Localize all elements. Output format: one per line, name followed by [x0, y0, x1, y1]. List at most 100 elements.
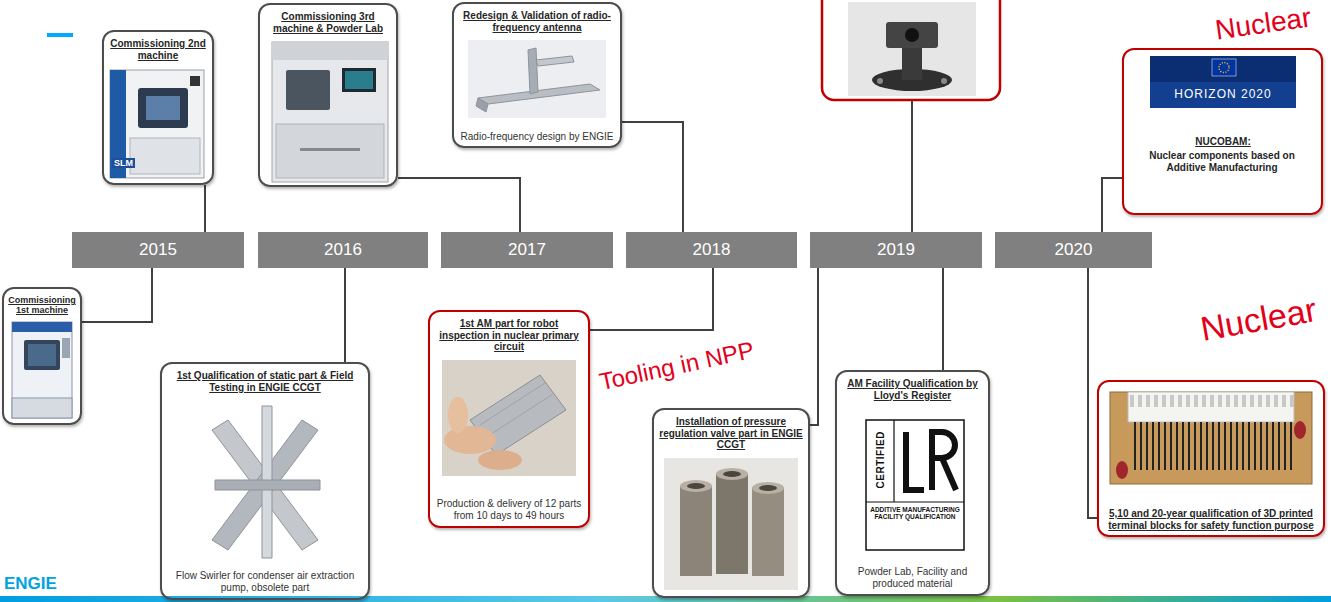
box-heading: AM Facility Qualification by Lloyd's Reg… — [840, 378, 985, 401]
accent-dash — [47, 33, 73, 37]
year-text: 2018 — [693, 240, 731, 260]
brand-badge: SLM — [112, 158, 135, 168]
flow-swirler-photo — [215, 480, 320, 490]
flange-part-photo — [941, 78, 947, 84]
year-bar: 2019 — [810, 232, 982, 268]
year-text: 2019 — [877, 240, 915, 260]
antenna-render — [536, 56, 574, 66]
robot-part-photo — [442, 360, 576, 476]
machine-2-photo — [130, 138, 200, 174]
lloyds-register-logo — [866, 420, 964, 550]
valve-parts-photo — [752, 488, 784, 576]
valve-parts-photo — [687, 483, 705, 489]
nuclear-milestone-box: 5,10 and 20-year qualification of 3D pri… — [1097, 380, 1325, 537]
machine-2-photo — [146, 96, 180, 120]
robot-part-photo — [448, 397, 468, 433]
flange-part-photo — [905, 28, 919, 42]
connector-line — [942, 268, 944, 370]
flange-part-photo — [886, 22, 938, 48]
machine-3-photo — [272, 42, 388, 182]
valve-parts-photo — [680, 480, 712, 492]
year-bar: 2020 — [995, 232, 1152, 268]
antenna-render — [468, 40, 606, 118]
banner-text: HORIZON 2020 — [1150, 88, 1296, 102]
horizon-2020-banner — [1219, 63, 1229, 73]
box-body: Nuclear components based on Additive Man… — [1137, 150, 1307, 173]
flange-part-photo — [822, 0, 1000, 100]
logo-text: ADDITIVE MANUFACTURING FACILITY QUALIFIC… — [868, 506, 962, 521]
machine-1-photo — [28, 344, 56, 366]
milestone-box: Installation of pressure regulation valv… — [652, 408, 810, 598]
robot-part-photo — [478, 450, 522, 470]
machine-1-photo — [12, 322, 72, 418]
terminal-block-photo — [1128, 392, 1294, 422]
antenna-render — [478, 84, 600, 104]
box-heading: Installation of pressure regulation valv… — [657, 416, 805, 451]
machine-2-photo — [110, 70, 204, 178]
year-text: 2015 — [139, 240, 177, 260]
milestone-box: 1st Qualification of static part & Field… — [160, 362, 370, 600]
box-heading: 5,10 and 20-year qualification of 3D pri… — [1103, 508, 1319, 531]
connector-line — [622, 122, 683, 232]
nuclear-milestone-box: 1st AM part for robot inspection in nucl… — [428, 310, 590, 528]
lloyds-register-logo — [893, 420, 894, 502]
connector-line — [398, 178, 520, 232]
machine-3-photo — [300, 148, 360, 151]
machine-1-photo — [12, 322, 72, 332]
nuclear-note: Nuclear — [1213, 1, 1313, 46]
box-caption: Flow Swirler for condenser air extractio… — [166, 570, 364, 593]
terminal-block-photo — [1110, 392, 1312, 484]
valve-parts-photo — [752, 482, 784, 494]
valve-parts-photo — [723, 471, 741, 477]
valve-parts-photo — [664, 458, 798, 590]
valve-parts-photo — [716, 474, 748, 574]
connector-line — [590, 268, 713, 330]
antenna-render — [476, 98, 488, 112]
year-text: 2020 — [1055, 240, 1093, 260]
valve-parts-photo — [680, 486, 712, 576]
box-caption: Production & delivery of 12 parts from 1… — [434, 498, 584, 521]
flange-part-photo — [902, 44, 922, 80]
box-heading: Commissioning 2nd machine — [107, 38, 209, 61]
year-bar: 2015 — [72, 232, 244, 268]
connector-line — [204, 185, 206, 232]
flange-part-photo — [822, 0, 1000, 232]
flow-swirler-photo — [212, 406, 320, 558]
tooling-note: Tooling in NPP — [597, 336, 757, 396]
machine-3-photo — [345, 71, 373, 89]
machine-3-photo — [272, 42, 388, 182]
year-text: 2017 — [508, 240, 546, 260]
milestone-box: AM Facility Qualification by Lloyd's Reg… — [835, 370, 990, 596]
box-heading: Commissioning 1st machine — [6, 295, 78, 316]
year-bar: 2016 — [258, 232, 428, 268]
machine-1-photo — [62, 338, 70, 358]
machine-1-photo — [12, 322, 72, 418]
company-logo: ENGIE — [4, 574, 57, 594]
milestone-box: Commissioning 2nd machineSLM — [102, 30, 214, 185]
machine-1-photo — [12, 398, 72, 418]
terminal-block-photo — [1110, 392, 1312, 484]
machine-3-photo — [272, 42, 388, 60]
antenna-render — [528, 48, 538, 94]
horizon-2020-banner — [1150, 82, 1296, 108]
robot-part-photo — [442, 360, 576, 476]
box-heading: Redesign & Validation of radio-frequency… — [458, 10, 616, 33]
terminal-block-photo — [1130, 422, 1292, 470]
machine-2-photo — [110, 70, 204, 178]
box-caption: Powder Lab, Facility and produced materi… — [840, 566, 985, 589]
horizon-2020-banner — [1212, 59, 1236, 76]
machine-3-photo — [286, 70, 330, 110]
nuclear-milestone-box: HORIZON 2020NUCOBAM:Nuclear components b… — [1122, 48, 1323, 215]
lloyds-register-logo — [866, 420, 964, 550]
valve-parts-photo — [759, 485, 777, 491]
machine-1-photo — [24, 340, 60, 370]
machine-2-photo — [190, 76, 200, 86]
valve-parts-photo — [664, 458, 798, 590]
valve-parts-photo — [716, 468, 748, 480]
machine-2-photo — [138, 88, 188, 128]
flange-part-photo — [911, 100, 913, 232]
terminal-block-photo — [1116, 461, 1128, 479]
lloyds-register-logo — [906, 432, 924, 490]
nuclear-note: Nuclear — [1197, 290, 1319, 349]
